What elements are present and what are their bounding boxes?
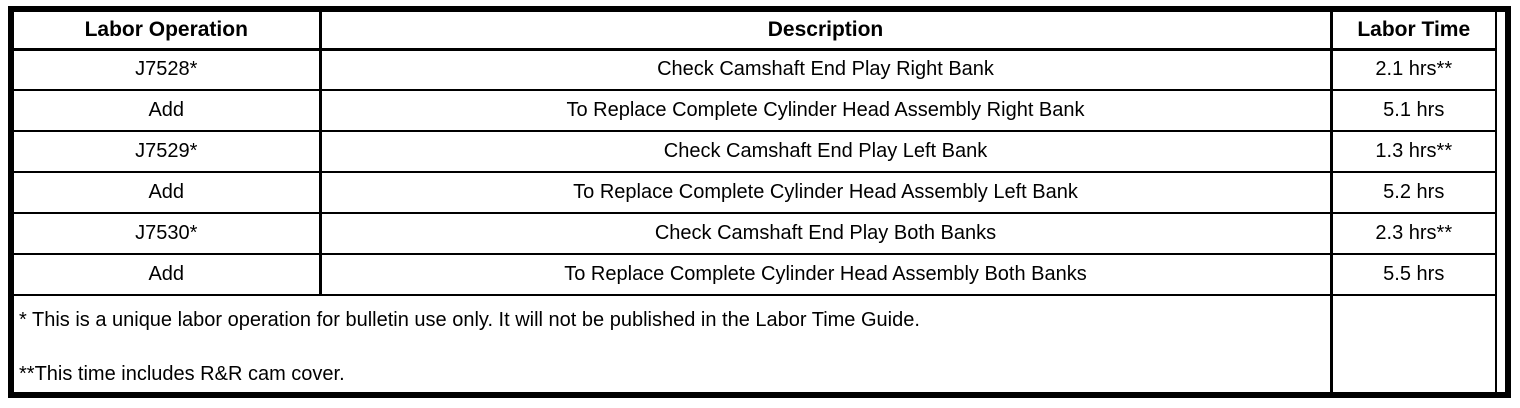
table-row: J7530* Check Camshaft End Play Both Bank… — [14, 212, 1497, 255]
table-row: J7528* Check Camshaft End Play Right Ban… — [14, 48, 1497, 91]
table-body: J7528* Check Camshaft End Play Right Ban… — [14, 48, 1497, 392]
labor-time-cell: 2.3 hrs** — [1330, 212, 1497, 255]
table-row: Add To Replace Complete Cylinder Head As… — [14, 89, 1497, 132]
footnote-row: * This is a unique labor operation for b… — [14, 294, 1497, 392]
labor-operation-cell: J7530* — [14, 212, 321, 255]
footnote-rr-cam-cover: **This time includes R&R cam cover. — [19, 363, 345, 385]
labor-operation-cell: Add — [14, 253, 321, 296]
column-header-labor-operation: Labor Operation — [14, 12, 321, 51]
labor-operation-cell: Add — [14, 89, 321, 132]
description-cell: To Replace Complete Cylinder Head Assemb… — [318, 253, 1333, 296]
labor-time-cell: 2.1 hrs** — [1330, 48, 1497, 91]
labor-time-cell: 1.3 hrs** — [1330, 130, 1497, 173]
labor-operation-cell: Add — [14, 171, 321, 214]
table-outer-frame: Labor Operation Description Labor Time J… — [8, 6, 1511, 398]
table-row: Add To Replace Complete Cylinder Head As… — [14, 171, 1497, 214]
labor-time-cell: 5.1 hrs — [1330, 89, 1497, 132]
footnotes-cell: * This is a unique labor operation for b… — [14, 294, 1332, 392]
description-cell: To Replace Complete Cylinder Head Assemb… — [318, 171, 1333, 214]
description-cell: Check Camshaft End Play Both Banks — [318, 212, 1333, 255]
labor-time-cell: 5.2 hrs — [1330, 171, 1497, 214]
header-row: Labor Operation Description Labor Time — [14, 12, 1497, 51]
footnote-unique-operation: * This is a unique labor operation for b… — [19, 309, 920, 331]
labor-operation-cell: J7529* — [14, 130, 321, 173]
description-cell: To Replace Complete Cylinder Head Assemb… — [318, 89, 1333, 132]
labor-time-cell: 5.5 hrs — [1330, 253, 1497, 296]
labor-operation-cell: J7528* — [14, 48, 321, 91]
table-row: J7529* Check Camshaft End Play Left Bank… — [14, 130, 1497, 173]
description-cell: Check Camshaft End Play Right Bank — [318, 48, 1333, 91]
column-header-labor-time: Labor Time — [1330, 12, 1497, 51]
labor-operations-table: Labor Operation Description Labor Time J… — [14, 12, 1497, 392]
table-header: Labor Operation Description Labor Time — [14, 12, 1497, 51]
empty-labor-time-cell — [1329, 294, 1497, 392]
table-row: Add To Replace Complete Cylinder Head As… — [14, 253, 1497, 296]
column-header-description: Description — [318, 12, 1333, 51]
description-cell: Check Camshaft End Play Left Bank — [318, 130, 1333, 173]
